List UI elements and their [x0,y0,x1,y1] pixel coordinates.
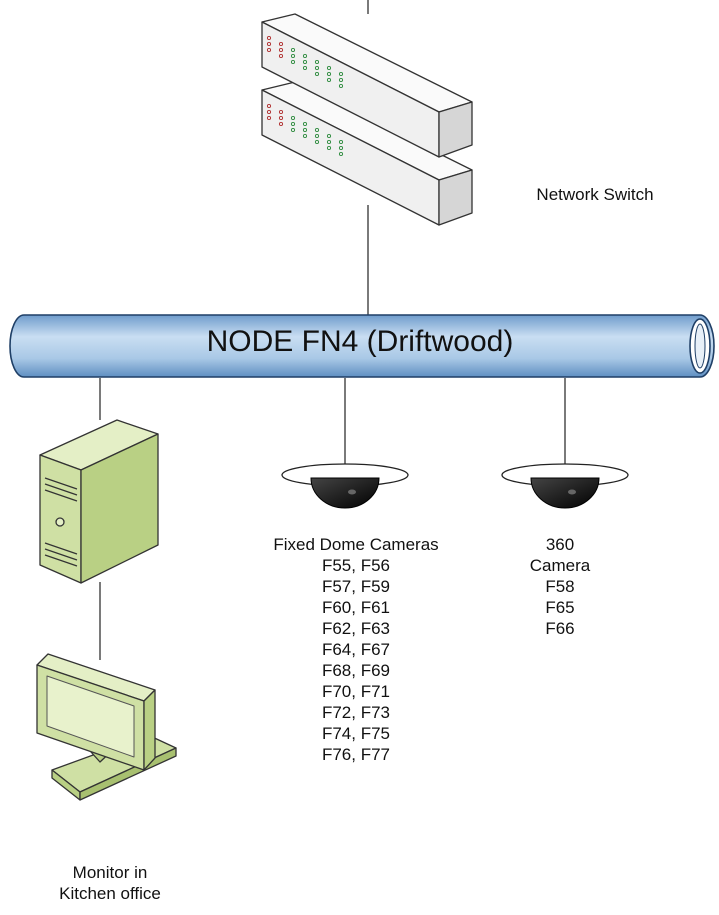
switch-led [338,151,344,157]
switch-led [302,121,308,127]
switch-led [290,59,296,65]
node-bus [9,314,715,378]
camera-id-row: F64, F67 [321,640,391,659]
switch-led [266,103,272,109]
360-camera-label: 360 Camera F58 F65 F66 [510,534,610,639]
camera-id-row: F55, F56 [321,556,391,575]
camera-id-row: F62, F63 [321,619,391,638]
switch-led [302,65,308,71]
switch-led [314,71,320,77]
switch-led [278,53,284,59]
switch-led [290,47,296,53]
fixed-dome-cameras-label: Fixed Dome Cameras F55, F56 F57, F59 F60… [236,534,476,765]
switch-led [338,71,344,77]
switch-led [266,115,272,121]
switch-led [314,133,320,139]
switch-led [278,47,284,53]
switch-led [278,109,284,115]
switch-led [266,35,272,41]
switch-led [266,41,272,47]
360-camera-title-line: Camera [529,556,591,575]
switch-led [338,139,344,145]
camera-id-row: F68, F69 [321,661,391,680]
camera-id-row: F70, F71 [321,682,391,701]
camera-id-row: F74, F75 [321,724,391,743]
switch-led [314,59,320,65]
switch-led [302,127,308,133]
computer-tower-icon [39,419,159,584]
switch-led [314,127,320,133]
switch-led [290,127,296,133]
switch-led [302,133,308,139]
camera-id-row: F66 [545,619,575,638]
switch-led [290,121,296,127]
monitor-label-line: Kitchen office [59,884,161,903]
camera-id-row: F58 [545,577,575,596]
switch-led [314,65,320,71]
monitor-label: Monitor in Kitchen office [30,862,190,904]
switch-led [302,59,308,65]
switch-led [338,77,344,83]
camera-id-row: F60, F61 [321,598,391,617]
camera-id-row: F72, F73 [321,703,391,722]
camera-id-row: F57, F59 [321,577,391,596]
fixed-dome-title: Fixed Dome Cameras [273,535,439,554]
switch-led [326,133,332,139]
fixed-dome-camera-icon [281,463,409,509]
360-camera-title-line: 360 [545,535,575,554]
switch-led [326,139,332,145]
monitor-label-line: Monitor in [72,863,148,882]
switch-led [278,41,284,47]
node-title: NODE FN4 (Driftwood) [206,325,514,358]
switch-led [290,53,296,59]
camera-id-row: F65 [545,598,575,617]
switch-led [278,121,284,127]
switch-led [278,115,284,121]
switch-led [338,145,344,151]
switch-led [326,65,332,71]
switch-led [338,83,344,89]
switch-led [302,53,308,59]
switch-led [266,47,272,53]
switch-status-leds [266,35,344,157]
switch-led [314,139,320,145]
camera-id-row: F76, F77 [321,745,391,764]
switch-led [290,115,296,121]
360-camera-icon [501,463,629,509]
switch-led [326,71,332,77]
monitor-icon [36,653,177,801]
switch-led [326,145,332,151]
network-switch-label: Network Switch [536,185,654,204]
switch-led [326,77,332,83]
switch-led [266,109,272,115]
